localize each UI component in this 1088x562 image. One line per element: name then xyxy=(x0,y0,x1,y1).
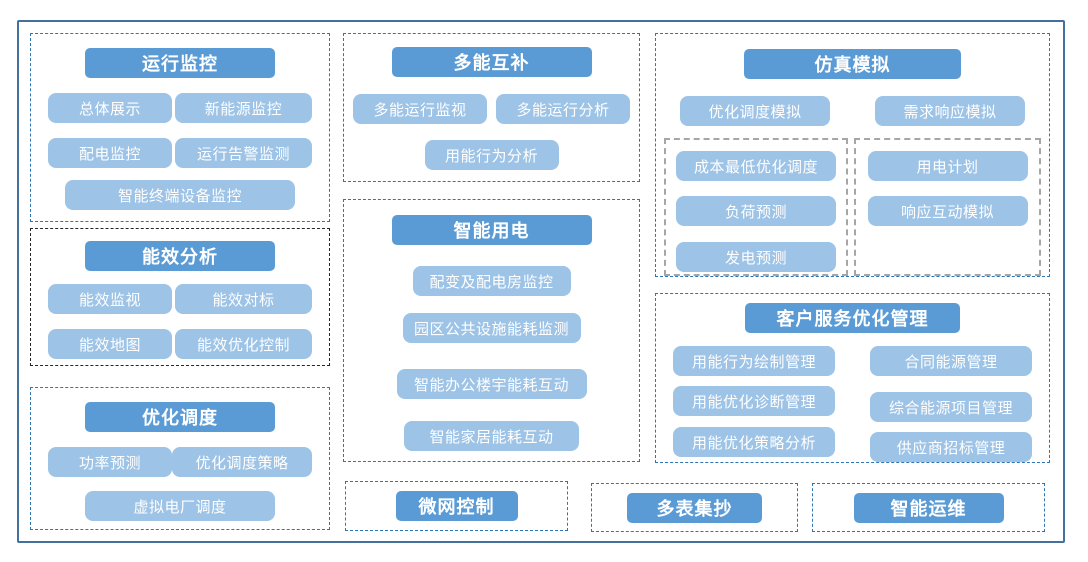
module-item: 新能源监控 xyxy=(175,93,312,123)
group-title-operation-monitoring: 运行监控 xyxy=(85,48,275,78)
module-item: 供应商招标管理 xyxy=(870,432,1032,462)
group-title-microgrid-control: 微网控制 xyxy=(395,491,518,521)
module-item: 配变及配电房监控 xyxy=(412,266,571,296)
subgroup-cost-dispatch: 成本最低优化调度 负荷预测 发电预测 xyxy=(664,138,848,276)
module-item: 能效监视 xyxy=(48,284,172,314)
group-energy-efficiency: 能效分析 能效监视 能效对标 能效地图 能效优化控制 xyxy=(30,228,330,366)
module-item: 用能优化策略分析 xyxy=(673,427,835,457)
group-multi-energy: 多能互补 多能运行监视 多能运行分析 用能行为分析 xyxy=(343,33,640,182)
module-item: 配电监控 xyxy=(48,138,172,168)
module-item: 需求响应模拟 xyxy=(875,96,1025,126)
module-item: 用能优化诊断管理 xyxy=(673,386,835,416)
group-smart-om: 智能运维 xyxy=(812,483,1045,532)
group-title-optimal-dispatch: 优化调度 xyxy=(85,402,275,432)
module-item: 用能行为分析 xyxy=(424,140,559,170)
module-item: 优化调度策略 xyxy=(172,447,312,477)
module-item: 负荷预测 xyxy=(676,196,836,226)
subgroup-power-plan: 用电计划 响应互动模拟 xyxy=(854,138,1041,276)
group-title-meter-reading: 多表集抄 xyxy=(627,492,762,523)
group-optimal-dispatch: 优化调度 功率预测 优化调度策略 虚拟电厂调度 xyxy=(30,387,330,530)
module-item: 多能运行分析 xyxy=(496,94,630,124)
module-item: 用能行为绘制管理 xyxy=(673,346,835,376)
module-item: 能效优化控制 xyxy=(175,329,312,359)
module-item: 综合能源项目管理 xyxy=(870,392,1032,422)
module-item: 发电预测 xyxy=(676,242,836,272)
group-title-customer-service: 客户服务优化管理 xyxy=(745,303,960,333)
module-item: 能效地图 xyxy=(48,329,172,359)
group-meter-reading: 多表集抄 xyxy=(591,483,798,532)
group-operation-monitoring: 运行监控 总体展示 新能源监控 配电监控 运行告警监测 智能终端设备监控 xyxy=(30,33,330,222)
module-item: 用电计划 xyxy=(867,151,1028,181)
module-item: 合同能源管理 xyxy=(870,346,1032,376)
module-item: 智能终端设备监控 xyxy=(65,180,295,210)
module-item: 成本最低优化调度 xyxy=(676,151,836,181)
group-microgrid-control: 微网控制 xyxy=(345,481,568,531)
module-item: 多能运行监视 xyxy=(353,94,487,124)
module-item: 功率预测 xyxy=(48,447,172,477)
group-smart-power: 智能用电 配变及配电房监控 园区公共设施能耗监测 智能办公楼宇能耗互动 智能家居… xyxy=(343,199,640,462)
module-item: 园区公共设施能耗监测 xyxy=(402,313,581,343)
module-item: 能效对标 xyxy=(175,284,312,314)
module-item: 智能家居能耗互动 xyxy=(404,421,579,451)
module-item: 响应互动模拟 xyxy=(867,196,1028,226)
module-item: 总体展示 xyxy=(48,93,172,123)
group-title-smart-om: 智能运维 xyxy=(853,492,1004,523)
module-item: 运行告警监测 xyxy=(175,138,312,168)
group-simulation: 仿真模拟 优化调度模拟 需求响应模拟 成本最低优化调度 负荷预测 发电预测 用电… xyxy=(655,33,1050,277)
group-customer-service: 客户服务优化管理 用能行为绘制管理 用能优化诊断管理 用能优化策略分析 合同能源… xyxy=(655,293,1050,463)
group-title-smart-power: 智能用电 xyxy=(391,215,592,245)
group-title-simulation: 仿真模拟 xyxy=(744,49,961,79)
module-item: 优化调度模拟 xyxy=(680,96,830,126)
module-item: 虚拟电厂调度 xyxy=(85,491,275,521)
outer-frame xyxy=(17,20,1065,543)
group-title-multi-energy: 多能互补 xyxy=(391,47,592,77)
group-title-energy-efficiency: 能效分析 xyxy=(85,241,275,271)
module-item: 智能办公楼宇能耗互动 xyxy=(396,369,587,399)
